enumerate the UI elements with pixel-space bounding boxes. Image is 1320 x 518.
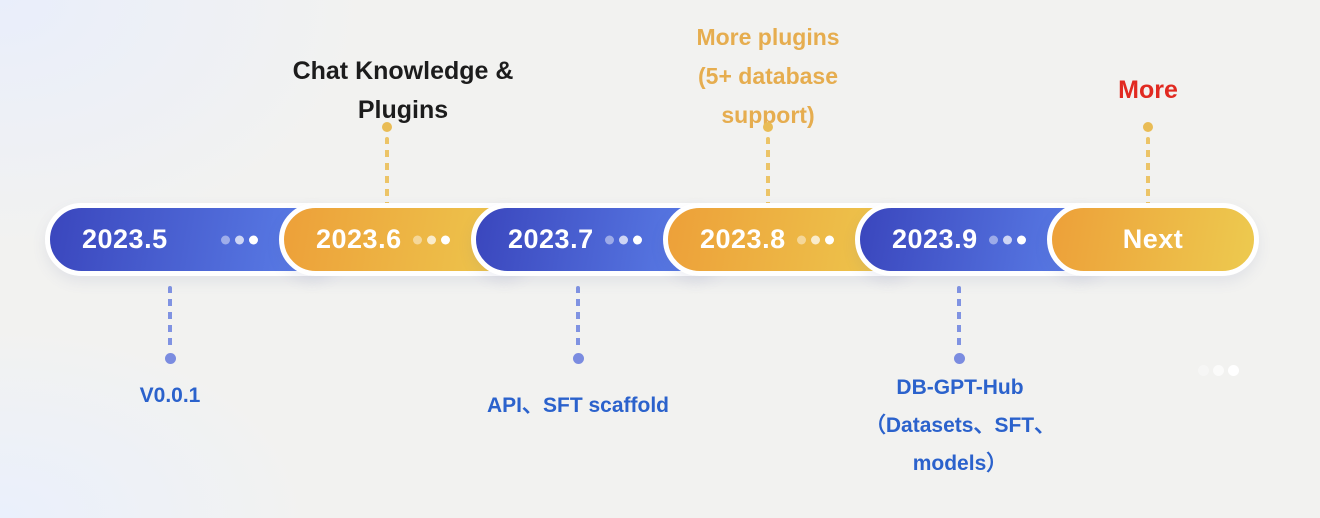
connector-2023-5 (164, 286, 176, 364)
connector-dot-icon (164, 353, 176, 364)
annotation-v001: V0.0.1 (90, 384, 250, 408)
connector-2023-8 (762, 122, 774, 205)
pill-date: Next (1122, 224, 1184, 254)
ellipsis-icon (797, 235, 834, 244)
annotation-api-sft-scaffold: API、SFT scaffold (428, 389, 728, 419)
dashed-line (766, 137, 770, 205)
dashed-line (957, 286, 961, 350)
connector-2023-9 (953, 286, 965, 364)
connector-2023-7 (572, 286, 584, 364)
annotation-line: models） (912, 452, 1008, 475)
annotation-chat-knowledge-plugins: Chat Knowledge & Plugins (243, 52, 563, 130)
dashed-line (576, 286, 580, 350)
annotation-line: API、SFT scaffold (486, 394, 670, 417)
connector-2023-6 (381, 122, 393, 205)
ellipsis-icon (413, 235, 450, 244)
connector-dot-icon (953, 353, 965, 364)
pill-date: 2023.5 (82, 224, 168, 254)
annotation-more-plugins: More plugins (5+ database support) (648, 18, 888, 135)
pill-date: 2023.6 (316, 224, 402, 254)
annotation-line: More plugins (696, 24, 840, 50)
annotation-line: V0.0.1 (139, 384, 201, 407)
ellipsis-icon (221, 235, 258, 244)
connector-dot-icon (382, 122, 392, 132)
annotation-db-gpt-hub: DB-GPT-Hub （Datasets、SFT、 models） (810, 369, 1110, 483)
connector-next (1142, 122, 1154, 205)
dashed-line (168, 286, 172, 350)
ellipsis-icon (605, 235, 642, 244)
annotation-more: More (1068, 76, 1228, 105)
connector-dot-icon (1143, 122, 1153, 132)
ellipsis-icon (989, 235, 1026, 244)
connector-dot-icon (572, 353, 584, 364)
pill-date: 2023.9 (892, 224, 978, 254)
annotation-line: More (1118, 76, 1178, 104)
pill-date: 2023.8 (700, 224, 786, 254)
annotation-line: （Datasets、SFT、 (864, 414, 1056, 437)
pill-date: 2023.7 (508, 224, 594, 254)
annotation-line: Chat Knowledge & (292, 57, 514, 85)
ellipsis-dots (1198, 365, 1239, 376)
connector-dot-icon (763, 122, 773, 132)
annotation-line: Plugins (357, 96, 449, 124)
timeline-pill-next: Next (1047, 203, 1259, 276)
dashed-line (1146, 137, 1150, 205)
annotation-line: (5+ database (698, 63, 838, 89)
dashed-line (385, 137, 389, 205)
annotation-line: DB-GPT-Hub (896, 376, 1024, 399)
timeline-pill-row: 2023.5 2023.6 2023.7 2023.8 2023.9 Next (45, 203, 1259, 276)
